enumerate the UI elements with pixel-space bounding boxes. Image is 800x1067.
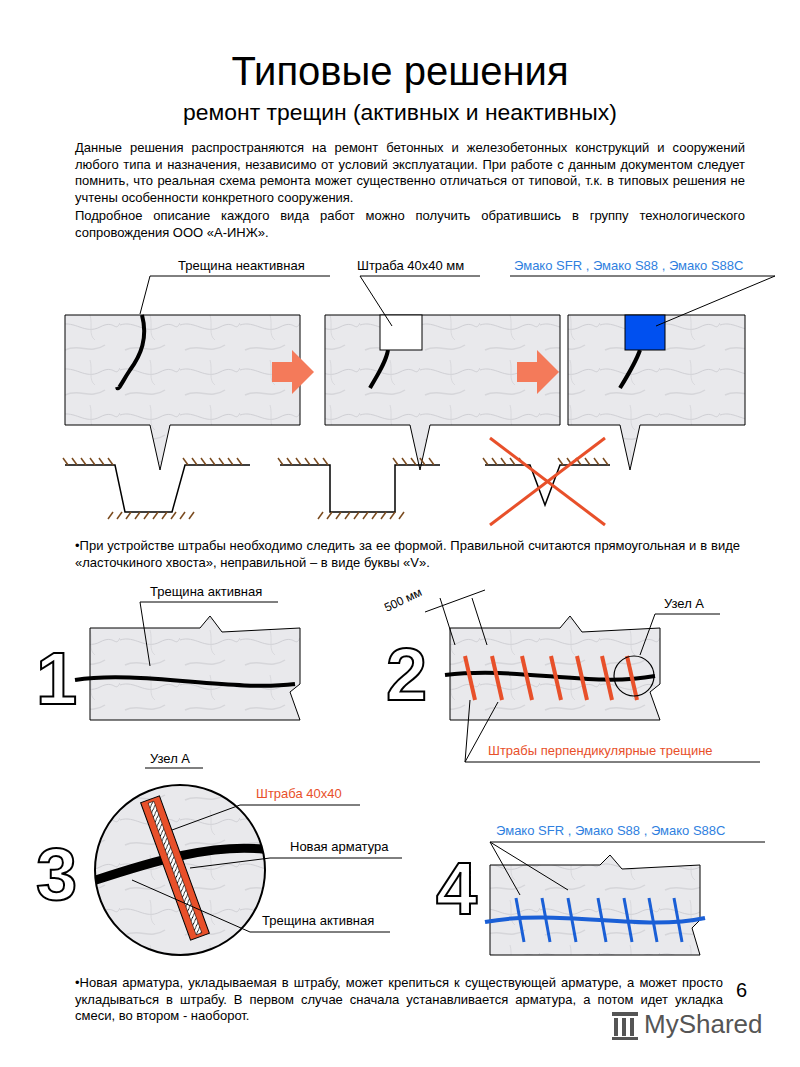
logo-icon [612,1012,638,1040]
leader-label: Трещина неактивная [178,258,305,274]
intro-text: Данные решения распространяются на ремон… [75,140,745,206]
leader-label: Новая арматура [290,839,389,855]
detail-circle [614,656,654,696]
underline [145,768,203,769]
page-number: 6 [736,978,747,1003]
material-label: Эмако SFR , Эмако S88 , Эмако S88C [496,823,725,839]
material-label: Эмако SFR , Эмако S88 , Эмако S88C [514,258,743,274]
leader-label: Штрабы перпендикулярные трещине [488,743,713,759]
leader-lines [465,614,760,762]
filled-strips [516,898,682,942]
leader-lines [132,805,402,932]
callout-number: 1 [36,642,77,716]
callout-number: 2 [386,638,427,712]
note-text: •Новая арматура, укладываемая в штрабу, … [75,975,723,1025]
concrete-block [75,616,300,720]
leader-label: Трещина активная [262,913,374,929]
concrete-block [485,855,705,955]
concrete-block [65,315,300,470]
dimension [425,590,487,645]
groove-profiles [65,465,610,512]
callout-number: 4 [436,852,477,926]
note-text: •При устройстве штрабы необходимо следит… [75,538,740,571]
detail-view [90,785,270,955]
callout-number: 3 [36,838,77,912]
step-arrow [517,350,559,394]
concrete-block [445,616,660,720]
step-arrow [272,350,314,394]
leader-label: Трещина активная [150,584,262,600]
watermark: MyShared [644,1008,763,1041]
leader-label: Штраба 40х40 [256,786,342,802]
subtitle: ремонт трещин (активных и неактивных) [0,98,800,127]
concrete-block [325,315,560,470]
leader-lines [140,276,775,326]
leader-line [140,602,278,666]
leader-label: Штраба 40х40 мм [357,258,464,274]
groove-strips [465,656,637,700]
detail-title: Узел А [150,751,190,767]
leader-label: Узел А [664,596,704,612]
wrong-cross [490,438,605,525]
intro-text: Подробное описание каждого вида работ мо… [75,208,745,241]
slide-title: Типовые решения [0,46,800,96]
dimension-label: 500 мм [382,585,424,615]
leader-lines [490,842,765,895]
